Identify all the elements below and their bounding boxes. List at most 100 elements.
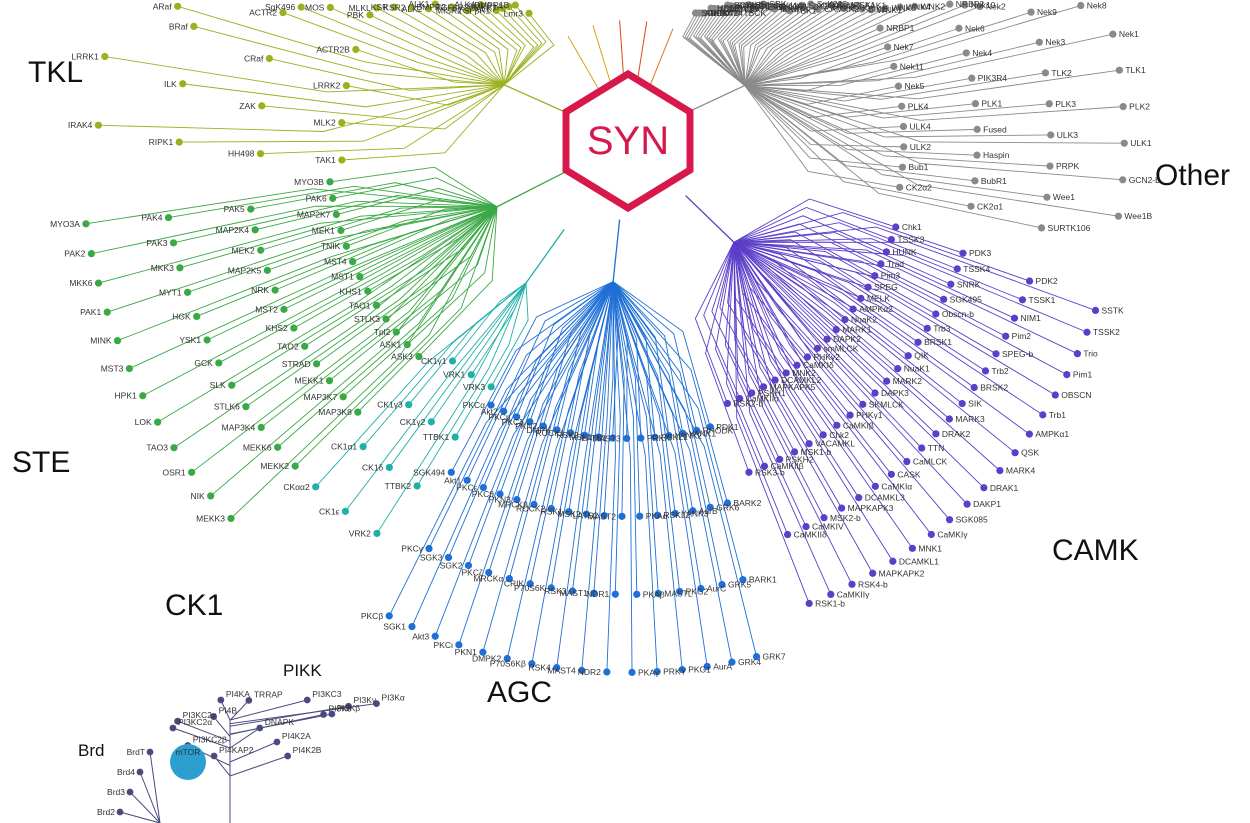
node-tao1-dot [372,301,381,310]
node-strad-dot [312,360,321,368]
node-nik-dot [207,492,215,500]
label-bmpr1b: BMPR1B [474,0,509,10]
label-nek3: Nek3 [1045,37,1065,47]
node-mek2-dot [257,246,265,254]
node-aurb-dot [689,507,697,515]
label-map3k7: MAP3K7 [304,392,338,402]
node-map2k4-dot [251,226,259,234]
branch-ask3 [418,206,498,357]
branch-prky [612,281,658,672]
branch-mink [117,206,498,342]
node-yank3-dot [671,509,679,518]
branch-tao3 [173,206,498,449]
branch-ripk1 [179,84,505,143]
branch-ck1 [388,282,527,468]
branch-speg-b [733,241,997,355]
branch-yank3 [612,281,676,514]
branch-pkn1 [482,281,614,653]
branch-pka [612,281,633,673]
branch-prpk [744,85,1051,167]
label-mekk1: MEKK1 [295,376,324,386]
node-dakp1-dot [963,500,971,508]
branch-rsk4 [556,281,614,668]
label-akt2: Akt2 [481,406,498,416]
label-pkg1: PKG1 [688,665,711,675]
branch-msk2-b [733,242,825,518]
label-tao2: TAO2 [277,341,299,351]
label-crik: CRIK [504,579,525,589]
branch-rsk1-b [733,242,810,604]
branch-yank1 [612,281,684,434]
node-nek11-dot [890,62,898,70]
branch-map3k8 [357,206,498,413]
label-sik: SIK [968,399,982,409]
node-bmpr2-dot [448,3,456,11]
branch-nim1 [733,241,1015,319]
label-pi3kc3: PI3KC3 [312,689,342,699]
label-pka: PKAα [646,511,668,521]
node-bmpr1b-dot [511,1,519,9]
branch-pkc [529,281,614,422]
node-hgk-dot [193,312,201,321]
label-scyl2: SCYL2 [737,1,764,11]
label-brd4: Brd4 [117,767,135,777]
node-camki-dot [833,421,841,429]
label-actr2: ACTR2 [249,8,277,18]
label-sgk110: SgK110 [773,1,803,11]
branch-mekk6 [277,206,498,448]
label-lmr3: Lmr3 [504,8,524,18]
node-ripk1-dot [175,138,183,146]
label-ttbk2: TTBK2 [385,481,412,491]
branch-sgk1 [411,281,614,627]
branch-dcamkl3 [733,242,860,498]
label-misr2: MISR2 [436,6,462,16]
node-pkg1-dot [678,666,686,674]
node-camkii-dot [827,590,835,598]
label-mst3: MST3 [101,364,124,374]
branch-myo3b [329,166,498,208]
branch-actr2b [355,49,505,86]
label-wnk4: WNK4 [906,2,931,12]
label-anp: ANPα [708,8,730,18]
branch-pak1 [107,206,498,313]
label-ndr2: NDR2 [578,667,601,677]
label-ulk1: ULK1 [1130,138,1152,148]
node-bubr1-dot [971,177,979,185]
label-ttbk1: TTBK1 [423,432,450,442]
label-pi4k2b: PI4K2B [293,745,322,755]
label-dcamkl3: DCAMKL3 [865,493,905,503]
label-pkc: PKCβ [361,611,383,621]
node-rsk1-dot [565,508,573,516]
branch-rsk2-b [694,242,735,404]
label-myo3b: MYO3B [294,177,324,187]
node-bub1-dot [898,163,907,171]
label-pi4b: PI4B [219,706,238,716]
branch-cask [733,242,892,475]
branch-khs2 [293,206,498,329]
node-ampk-2-dot [849,305,857,313]
label-perk: PERK [762,2,785,12]
node-lmr3-dot [525,9,533,17]
label-camkk2: CAMKK2 [824,4,859,14]
node-drak1-dot [980,484,988,492]
label-tssk2: TSSK2 [1093,327,1120,337]
branch-qsk [733,241,1016,454]
label-pkc: PKCγ [401,544,423,554]
node-ttn-dot [918,444,926,452]
branch-drak1 [733,241,985,489]
node-rock1-dot [567,429,575,437]
group-label-camk: CAMK [1052,534,1139,567]
node-nek2-dot [976,2,984,11]
branch-tssk4 [733,222,958,270]
branch-mrck [533,281,614,505]
node-ttbk1-dot [451,433,459,441]
node-bmpr1a-dot [505,2,513,11]
label-lats1: LATS1 [581,433,607,443]
label-sgk1: SGK1 [383,622,406,632]
label-tssk4: TSSK4 [963,264,990,274]
branch-irak4 [98,84,505,132]
node-speg-b-dot [992,350,1000,358]
branch-speg [733,239,869,288]
label-irak4: IRAK4 [68,120,93,130]
branch-mrck [508,281,614,579]
